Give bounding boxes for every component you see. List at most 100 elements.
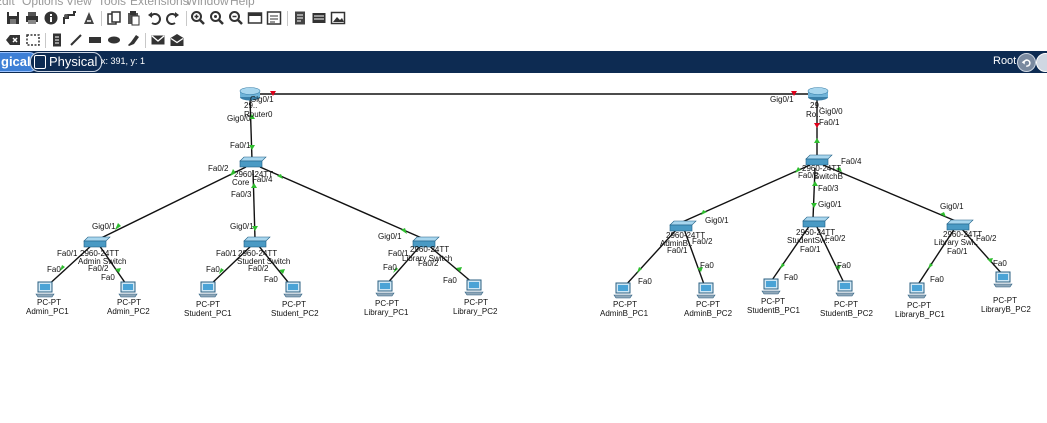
port-label: Fa0/2	[88, 264, 109, 273]
port-label: Fa0/4	[252, 175, 273, 184]
menu-view[interactable]: View	[66, 0, 92, 8]
cluster-icon[interactable]	[1036, 53, 1047, 72]
core-switch-name: Core	[232, 178, 250, 187]
port-label: Fa0	[784, 273, 798, 282]
pc-name-library-pc2: Library_PC2	[453, 307, 498, 316]
pc-icon[interactable]	[993, 271, 1013, 289]
menu-help[interactable]: Help	[230, 0, 255, 8]
port-label: Fa0	[443, 276, 457, 285]
freeform-tool-icon[interactable]	[125, 32, 141, 48]
port-label: Fa0	[993, 259, 1007, 268]
pc-icon[interactable]	[464, 279, 484, 297]
zoom-out-icon[interactable]	[228, 10, 244, 26]
pc-icon[interactable]	[283, 281, 303, 299]
pc-icon[interactable]	[761, 278, 781, 296]
complex-pdu-icon[interactable]	[169, 32, 185, 48]
back-arrow-icon[interactable]	[1017, 53, 1036, 72]
pc-name-admin-pc2: Admin_PC2	[107, 307, 150, 316]
pc-name-student-pc1: Student_PC1	[184, 309, 232, 318]
tab-logical[interactable]: gical	[0, 52, 38, 72]
workspace-canvas[interactable]: 29.. Router0 29.. Ro.. 2960-24TT Core 29…	[0, 73, 1047, 423]
link-switchb-adminb-switch	[679, 164, 811, 224]
save-icon[interactable]	[5, 10, 21, 26]
pc-type-label: PC-PT	[834, 300, 858, 309]
port-label: Fa0/2	[418, 259, 439, 268]
menu-tools[interactable]: Tools	[98, 0, 127, 8]
paste-icon[interactable]	[125, 10, 141, 26]
pc-icon[interactable]	[118, 281, 138, 299]
link-student-switch-pc2	[257, 244, 293, 288]
pc-icon[interactable]	[35, 281, 55, 299]
port-label: Fa0/2	[692, 237, 713, 246]
topology-links	[44, 87, 1004, 289]
pc-icon[interactable]	[907, 282, 927, 300]
custom-device-dialog-icon[interactable]	[266, 10, 282, 26]
menu-window[interactable]: Window	[186, 0, 229, 8]
image-icon[interactable]	[330, 10, 346, 26]
delete-icon[interactable]	[5, 32, 21, 48]
pc-type-label: PC-PT	[613, 300, 637, 309]
pc-name-library-pc1: Library_PC1	[364, 308, 409, 317]
port-label: Fa0/3	[818, 184, 839, 193]
activity-wizard-icon[interactable]	[81, 10, 97, 26]
student-switch-model: 2960-24TT	[238, 249, 278, 258]
note-icon[interactable]	[292, 10, 308, 26]
tab-physical-label: Physical	[49, 54, 98, 69]
resize-icon[interactable]	[25, 32, 41, 48]
port-label: Fa0	[700, 261, 714, 270]
network-wizard-icon[interactable]	[62, 10, 78, 26]
port-label: Fa0/2	[208, 164, 229, 173]
rectangle-tool-icon[interactable]	[87, 32, 103, 48]
port-label: Gig0/1	[92, 222, 116, 231]
switchb-model: 2960-24TT	[802, 164, 842, 173]
port-label: Gig0/1	[940, 202, 964, 211]
pc-name-libraryb-pc1: LibraryB_PC1	[895, 310, 945, 319]
port-label: Gig0/1	[770, 95, 794, 104]
zoom-in-icon[interactable]	[190, 10, 206, 26]
pc-icon[interactable]	[696, 282, 716, 300]
print-icon[interactable]	[24, 10, 40, 26]
router1-name: Ro..	[806, 110, 821, 119]
pc-type-label: PC-PT	[907, 301, 931, 310]
pc-icon[interactable]	[613, 282, 633, 300]
menu-edit[interactable]: Edit	[0, 0, 15, 8]
undo-icon[interactable]	[146, 10, 162, 26]
main-toolbar	[0, 8, 1047, 31]
port-label: Fa0/1	[230, 141, 251, 150]
info-icon[interactable]	[43, 10, 59, 26]
tab-logical-label: gical	[1, 54, 31, 69]
studentb-switch-model: 2960-24TT	[796, 228, 836, 237]
port-label: Fa0/2	[248, 264, 269, 273]
pc-type-label: PC-PT	[282, 300, 306, 309]
simple-pdu-icon[interactable]	[150, 32, 166, 48]
adminb-switch-model: 2960-24TT	[666, 231, 706, 240]
cursor-coordinates: x: 391, y: 1	[101, 56, 146, 66]
pc-type-label: PC-PT	[464, 298, 488, 307]
link-adminb-switch-pc1	[623, 228, 678, 288]
copy-icon[interactable]	[106, 10, 122, 26]
port-label: Fa0	[47, 265, 61, 274]
menu-extensions[interactable]: Extensions	[130, 0, 189, 8]
port-label: Gig0/1	[705, 216, 729, 225]
studentb-switch-name: StudentSw..	[787, 236, 830, 245]
router0-icon	[239, 87, 261, 101]
pc-icon[interactable]	[198, 281, 218, 299]
ellipse-tool-icon[interactable]	[106, 32, 122, 48]
drawing-palette-icon[interactable]	[247, 10, 263, 26]
redo-icon[interactable]	[165, 10, 181, 26]
student-switch-name: Student Switch	[237, 257, 291, 266]
menu-options[interactable]: Options	[22, 0, 64, 8]
adminb-switch-name: AdminB..	[660, 239, 693, 248]
note-tool-icon[interactable]	[49, 32, 65, 48]
pc-icon[interactable]	[835, 280, 855, 298]
link-admin-switch-pc2	[98, 244, 129, 288]
pc-icon[interactable]	[375, 280, 395, 298]
port-label: Fa0/1	[947, 247, 968, 256]
port-label: Fa0	[206, 265, 220, 274]
tab-physical[interactable]: Physical	[30, 52, 103, 72]
port-label: Fa0/4	[841, 157, 862, 166]
pc-type-label: PC-PT	[375, 299, 399, 308]
zoom-reset-icon[interactable]	[209, 10, 225, 26]
line-tool-icon[interactable]	[68, 32, 84, 48]
viewport-icon[interactable]	[311, 10, 327, 26]
